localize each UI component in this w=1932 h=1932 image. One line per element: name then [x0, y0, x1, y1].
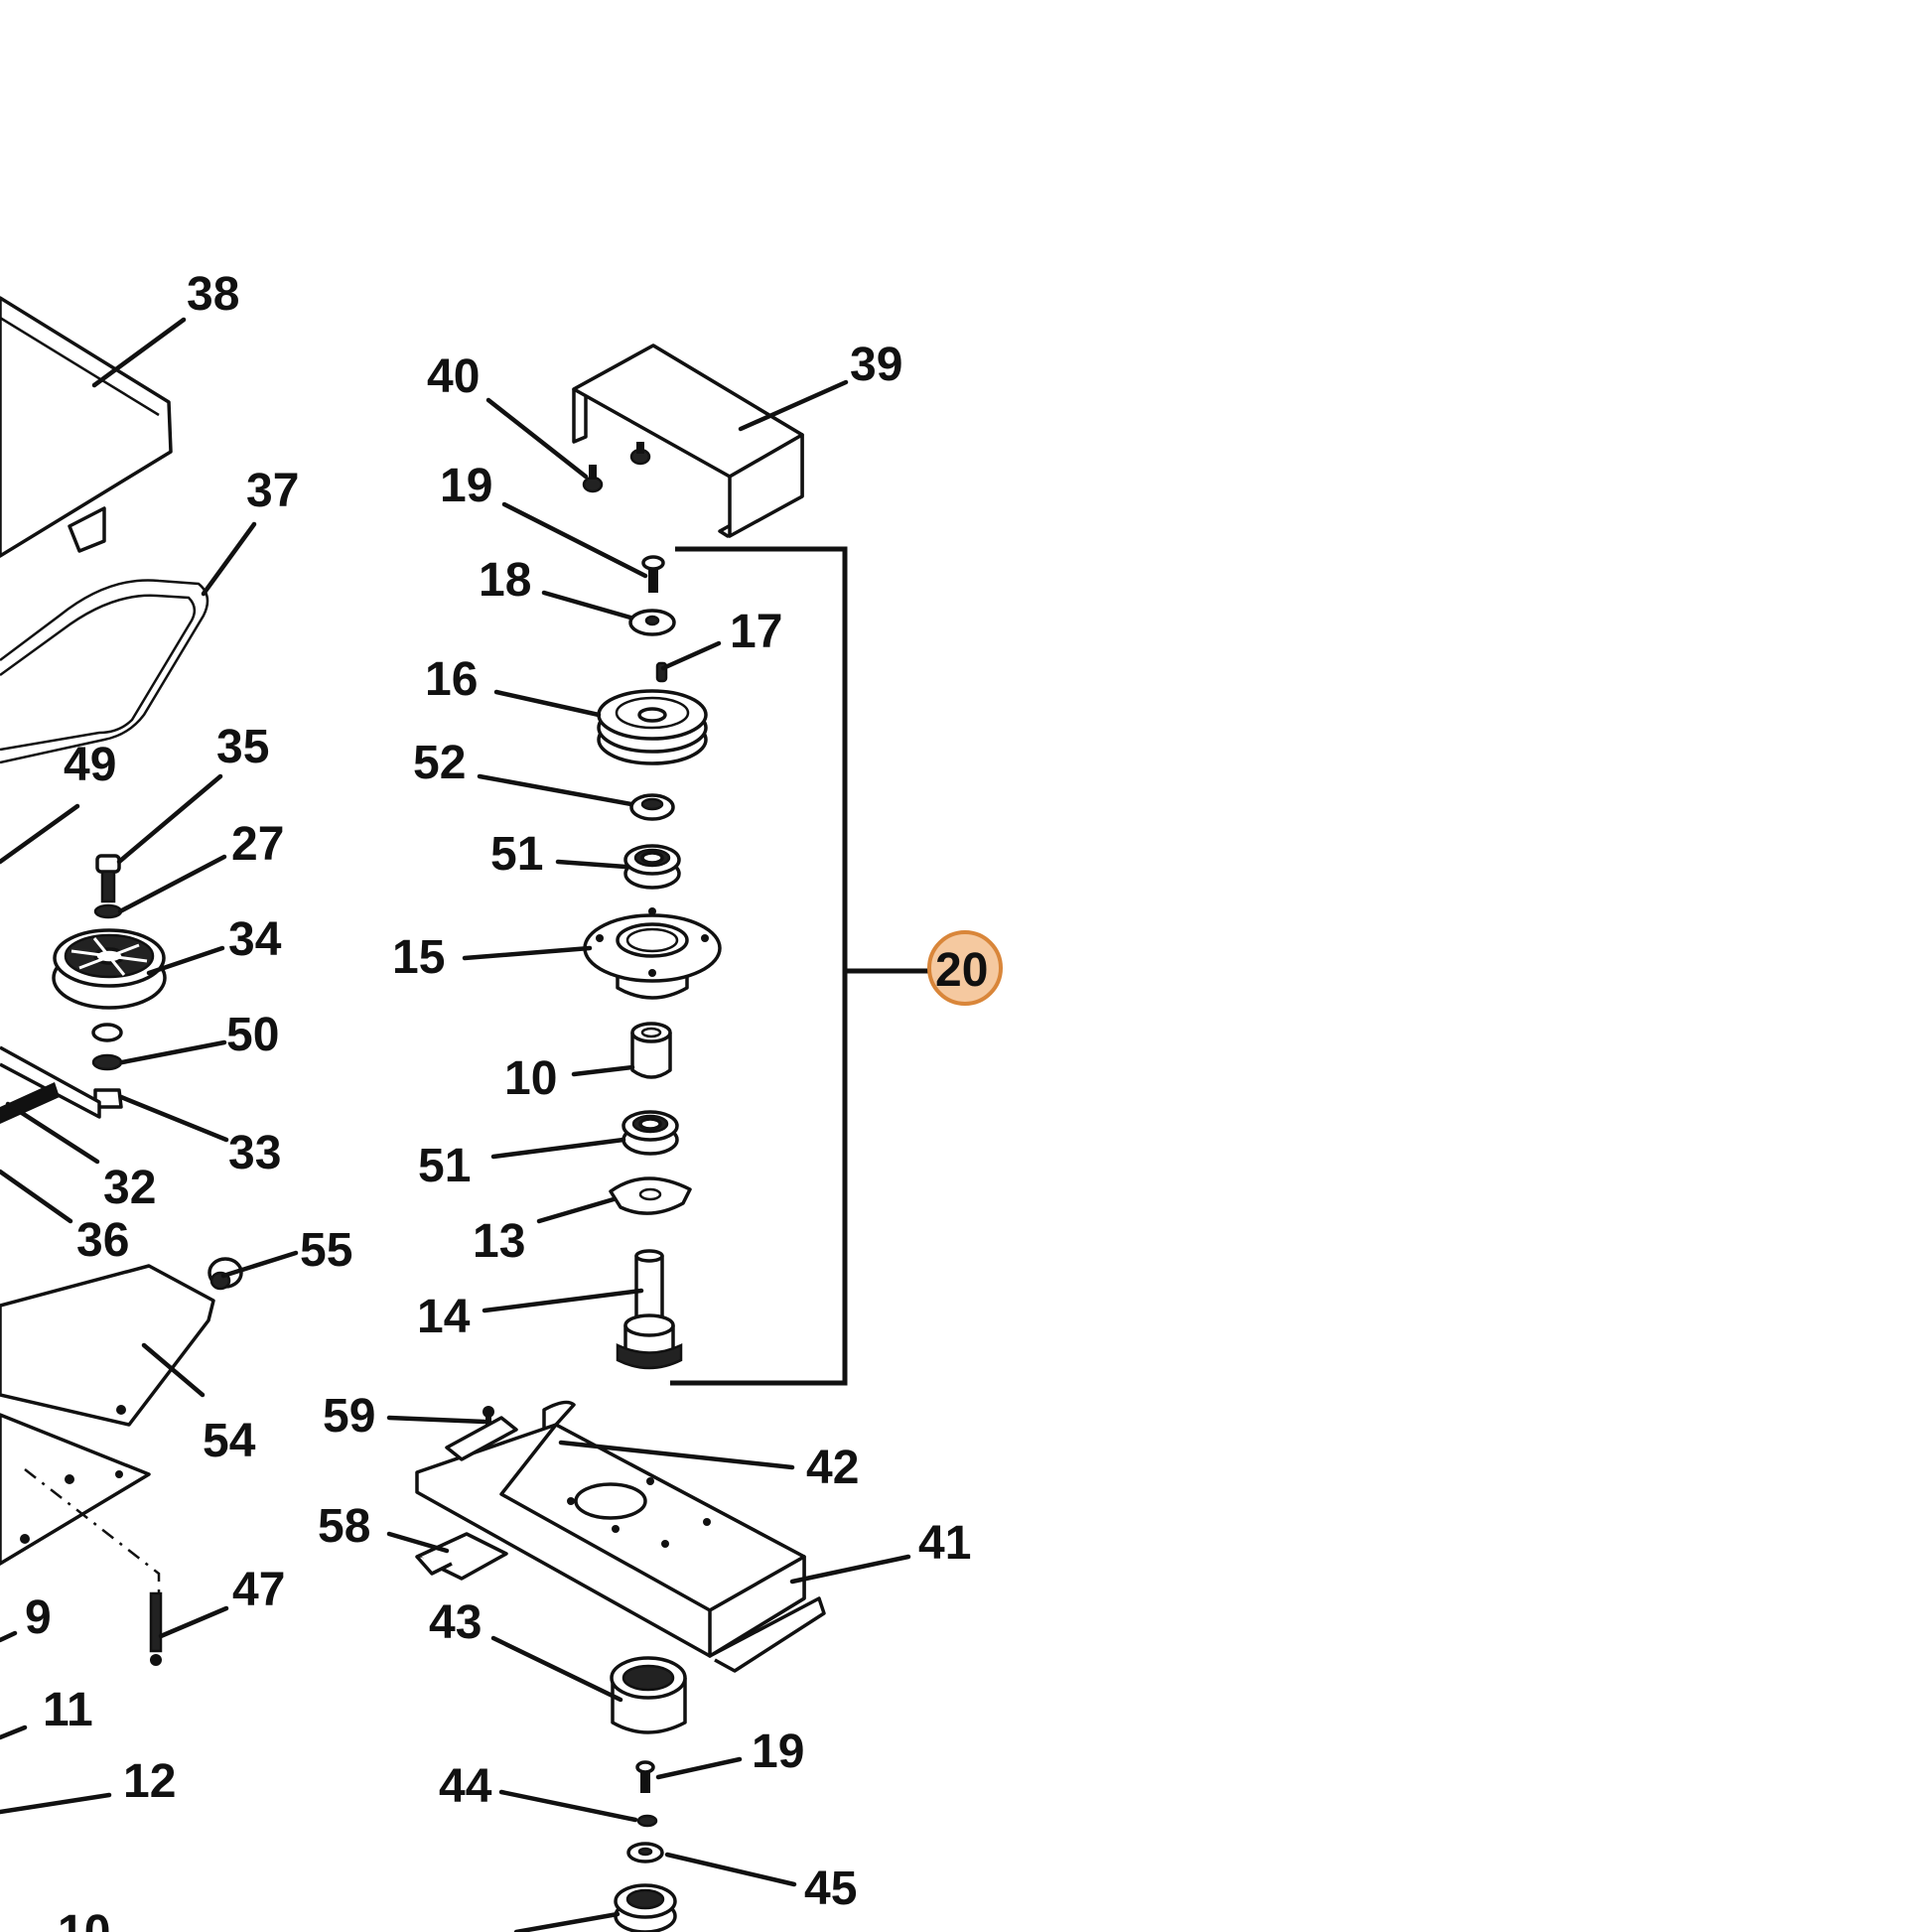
label-14: 14 [417, 1291, 471, 1343]
part-38-deck-plate [0, 296, 173, 558]
label-54: 54 [203, 1415, 256, 1467]
label-15: 15 [392, 931, 445, 984]
assembly-20-bracket [670, 546, 928, 1386]
label-18: 18 [479, 554, 531, 607]
part-51-bearing-lower [621, 1110, 679, 1156]
part-10-spacer [630, 1022, 672, 1079]
part-13-plate [609, 1176, 692, 1215]
label-32: 32 [103, 1162, 156, 1214]
label-40: 40 [427, 350, 480, 403]
label-27: 27 [231, 818, 284, 871]
label-19-top: 19 [440, 460, 492, 512]
part-52-seal [629, 793, 675, 821]
part-39-bracket-cover [572, 344, 804, 538]
label-13: 13 [473, 1215, 525, 1268]
label-49: 49 [64, 739, 116, 791]
part-35-bolt [95, 854, 121, 903]
part-44-nut [636, 1814, 658, 1828]
label-9: 9 [25, 1591, 52, 1644]
lower-left-plate [0, 1413, 161, 1608]
label-44: 44 [439, 1760, 492, 1813]
label-11: 11 [43, 1684, 93, 1736]
label-19-bottom: 19 [752, 1725, 804, 1778]
label-52: 52 [413, 737, 466, 789]
part-15-housing [583, 907, 722, 1000]
part-16-pulley [597, 689, 708, 765]
label-12: 12 [123, 1755, 176, 1808]
label-39: 39 [850, 339, 902, 391]
part-19-bolt-bottom [635, 1760, 655, 1793]
part-10-bearing-bottom [614, 1883, 677, 1932]
part-40-screw [582, 442, 651, 493]
part-37-belt [0, 579, 209, 764]
part-34-pulley [52, 928, 167, 1010]
part-50-washer [91, 1023, 123, 1071]
part-41-mount-plate [415, 1416, 826, 1673]
part-51-bearing-upper [623, 844, 681, 890]
label-33: 33 [228, 1127, 281, 1179]
part-14-spindle [616, 1249, 683, 1370]
label-17: 17 [730, 606, 782, 658]
part-32-rod [0, 1082, 60, 1124]
label-10-lower: 10 [58, 1906, 110, 1932]
label-20: 20 [935, 944, 988, 997]
part-43-bushing [610, 1656, 687, 1734]
part-18-washer [628, 609, 676, 636]
leader-lines [0, 317, 911, 1932]
part-labels: 38 39 40 37 19 18 17 16 49 35 52 27 51 3… [25, 268, 988, 1932]
label-47: 47 [232, 1564, 285, 1616]
label-36: 36 [76, 1214, 129, 1267]
part-45-washer [626, 1842, 664, 1863]
highlight-circle-20 [927, 930, 1003, 1006]
label-16: 16 [425, 653, 478, 706]
label-42: 42 [806, 1442, 859, 1494]
label-35: 35 [216, 721, 269, 773]
part-27-washer [93, 903, 123, 919]
label-51-upper: 51 [490, 828, 543, 881]
label-43: 43 [429, 1596, 482, 1649]
label-59: 59 [323, 1390, 375, 1443]
part-19-bolt-top [641, 555, 665, 593]
label-34: 34 [228, 913, 282, 966]
part-58-bracket [415, 1532, 508, 1581]
label-51-lower: 51 [418, 1140, 471, 1192]
label-45: 45 [804, 1863, 857, 1915]
part-47-pin [149, 1591, 163, 1666]
label-10-upper: 10 [504, 1052, 557, 1105]
label-58: 58 [318, 1500, 370, 1553]
label-37: 37 [246, 465, 299, 517]
label-50: 50 [226, 1009, 279, 1061]
label-55: 55 [300, 1224, 352, 1277]
part-54-cover-plate [0, 1264, 215, 1427]
label-41: 41 [918, 1517, 971, 1570]
label-38: 38 [187, 268, 239, 321]
